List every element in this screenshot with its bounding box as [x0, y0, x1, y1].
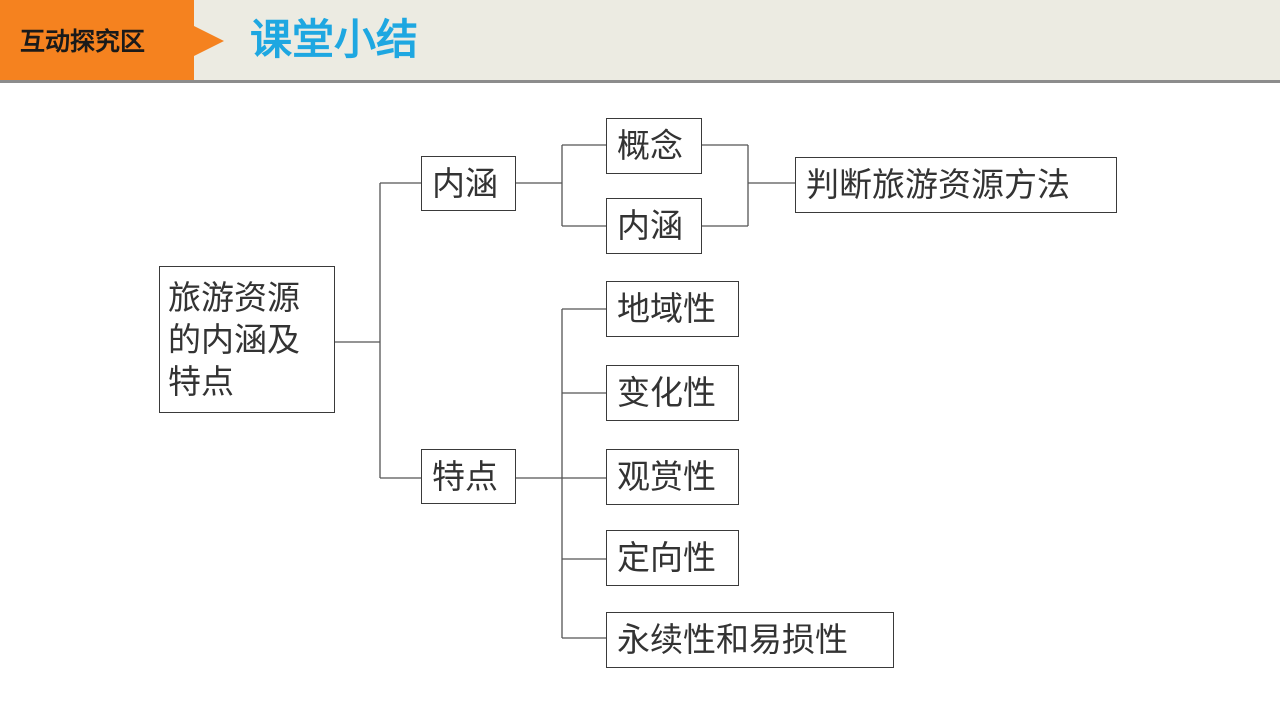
- branch-content-node: 内涵: [421, 156, 516, 211]
- feature-item-directional: 定向性: [606, 530, 739, 586]
- content-result-node: 判断旅游资源方法: [795, 157, 1117, 213]
- tag-arrow-icon: [194, 26, 224, 56]
- feature-item-sustainable: 永续性和易损性: [606, 612, 894, 668]
- branch-features-node: 特点: [421, 449, 516, 504]
- feature-item-ornamental: 观赏性: [606, 449, 739, 505]
- content-item-concept: 概念: [606, 118, 702, 174]
- feature-item-regional: 地域性: [606, 281, 739, 337]
- header-divider: [0, 80, 1280, 83]
- page-title: 课堂小结: [250, 15, 419, 64]
- feature-item-variable: 变化性: [606, 365, 739, 421]
- root-node: 旅游资源的内涵及特点: [159, 266, 335, 413]
- content-item-connotation: 内涵: [606, 198, 702, 254]
- section-tag: 互动探究区: [0, 0, 194, 80]
